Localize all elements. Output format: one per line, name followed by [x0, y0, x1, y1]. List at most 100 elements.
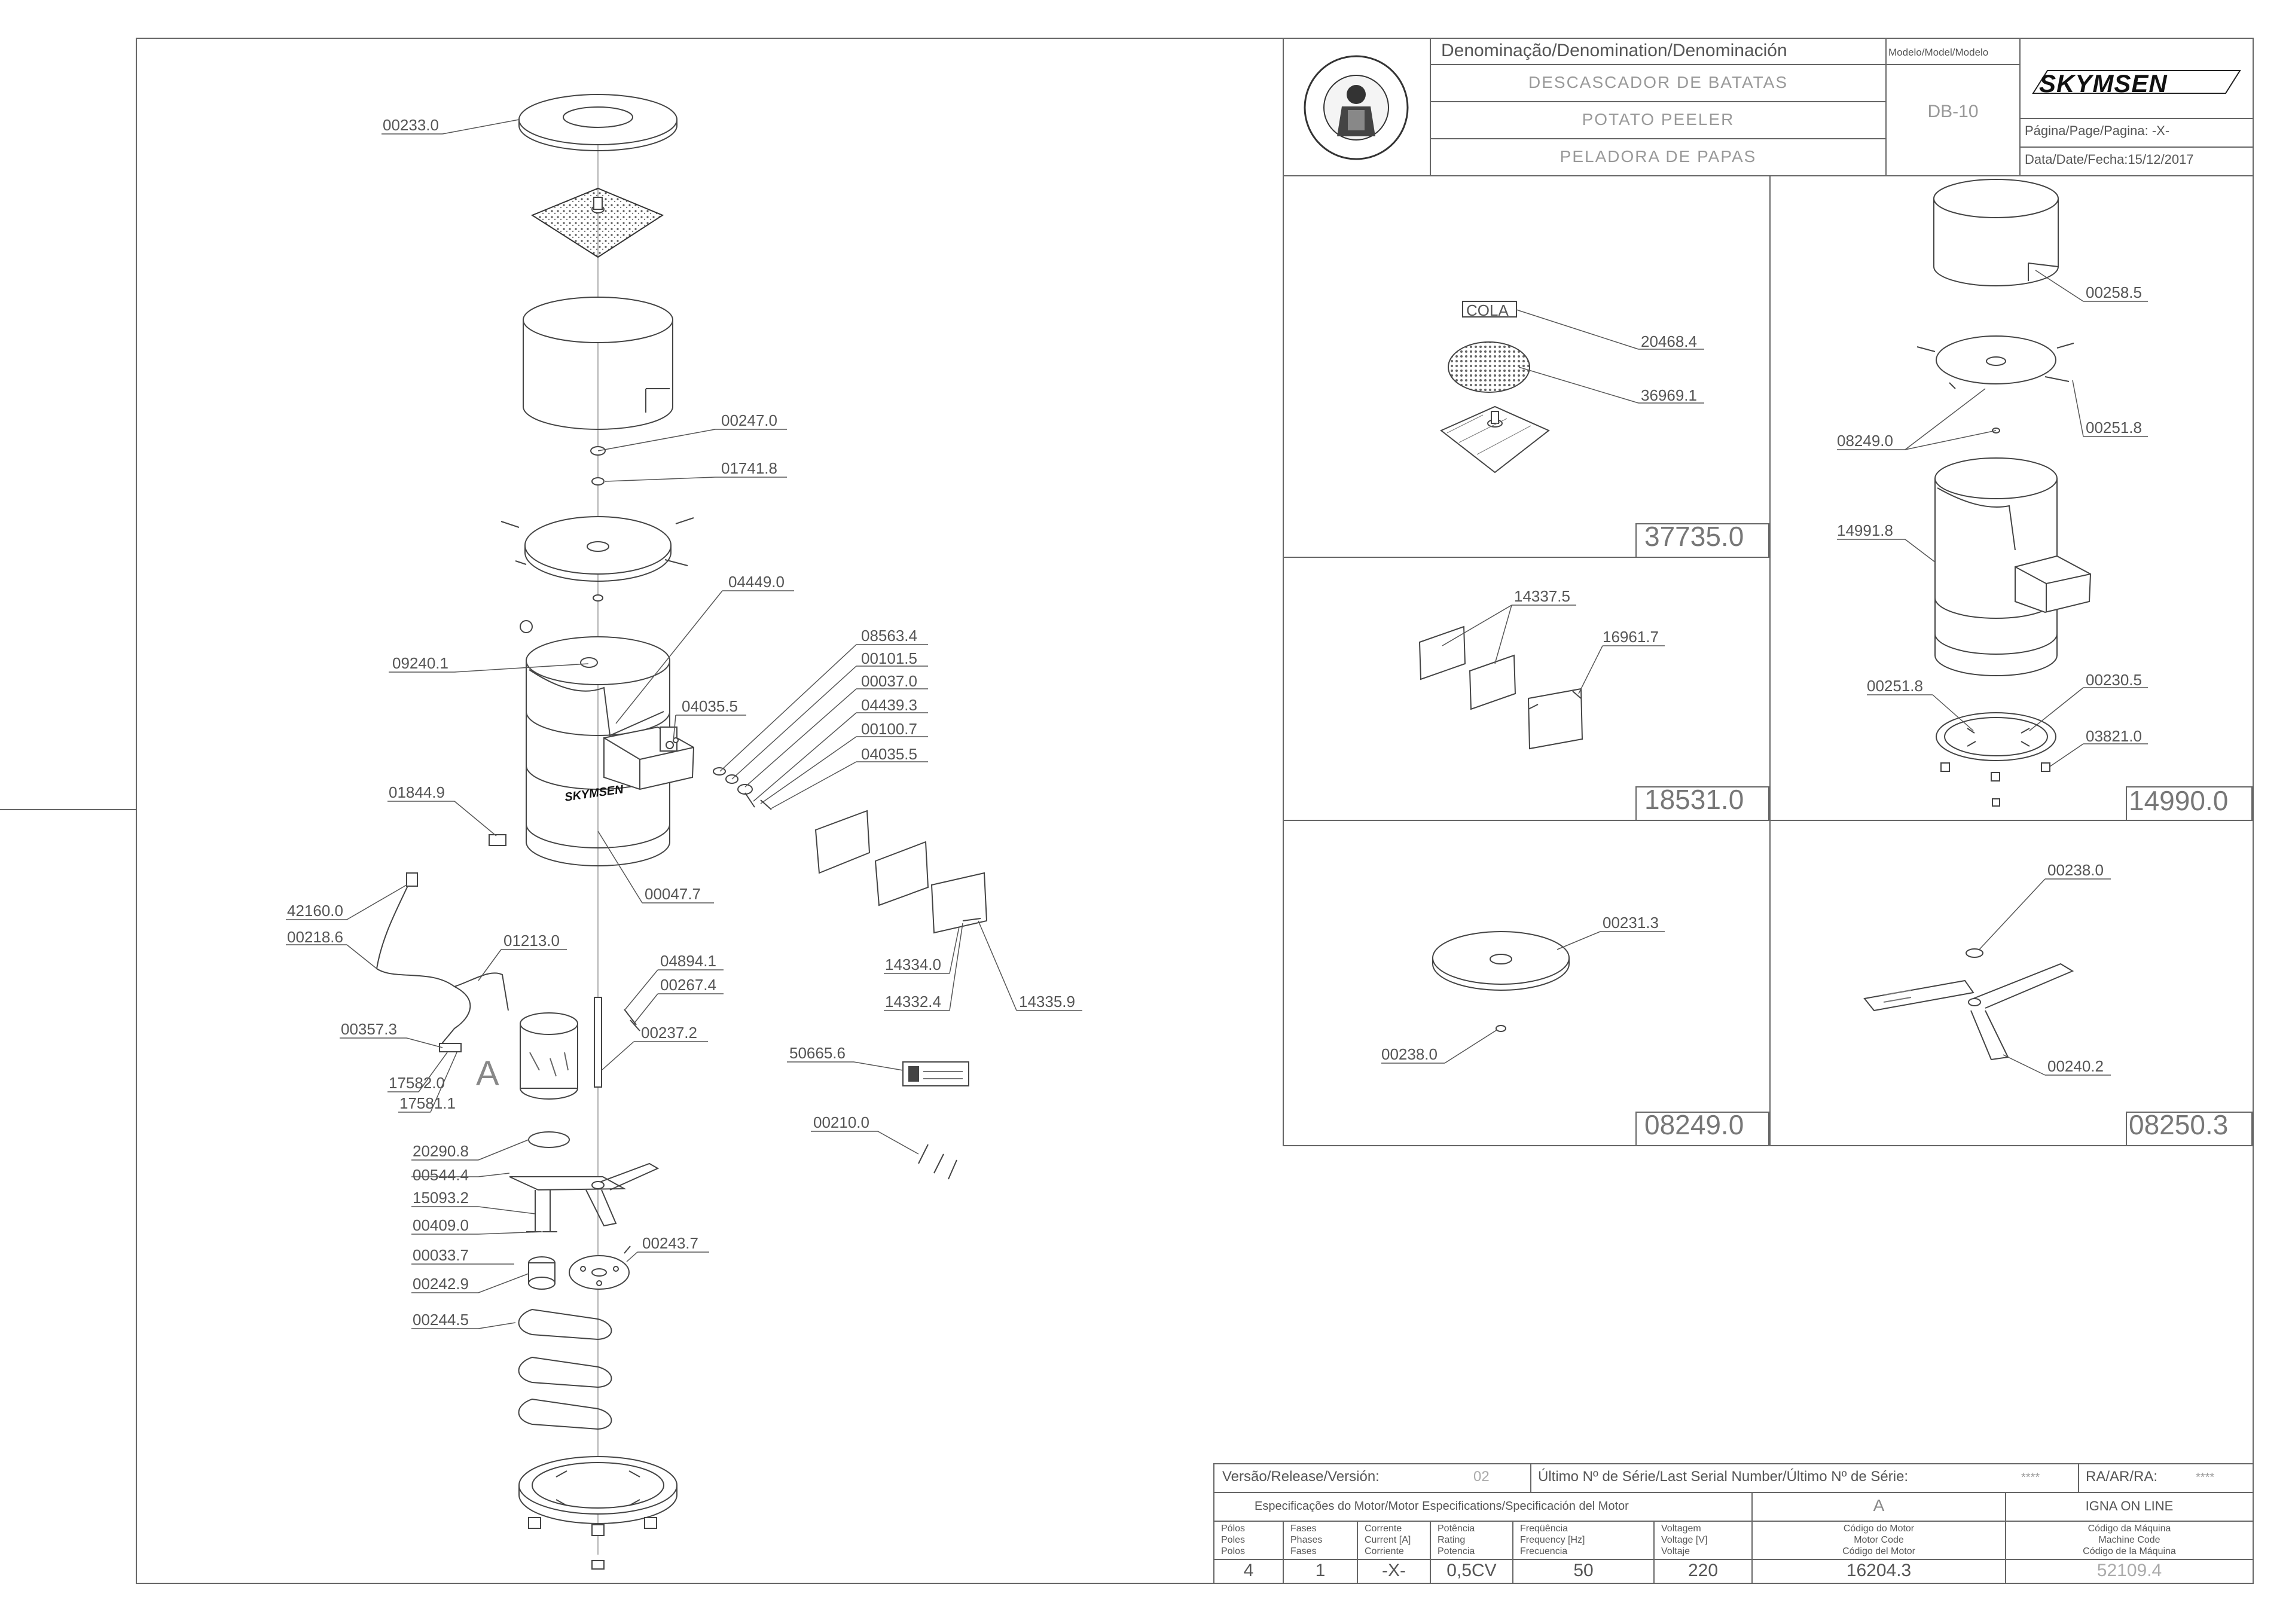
part-number-label: 00231.3 — [1603, 914, 1659, 932]
frequency-value: 50 — [1573, 1561, 1594, 1580]
part-number-label: 50665.6 — [789, 1044, 846, 1062]
part-number-label: 01741.8 — [721, 459, 777, 477]
subassembly-code: 18531.0 — [1644, 784, 1744, 815]
technical-assistance-seal — [1304, 55, 1409, 160]
subassembly-code: 37735.0 — [1644, 521, 1744, 552]
subassembly-37735-leaders — [1516, 309, 1704, 404]
chute-hardware — [666, 737, 772, 810]
spec-column-header: Pólos — [1221, 1524, 1246, 1534]
motor-spec-label: Especificações do Motor/Motor Especifica… — [1255, 1500, 1629, 1513]
part-number-label: 00243.7 — [642, 1234, 698, 1252]
part-number-label: 17581.1 — [399, 1094, 456, 1112]
denomination-header: Denominação/Denomination/Denominación — [1441, 41, 1787, 60]
top-lid-ring — [518, 94, 677, 151]
spec-column-header: Código del Motor — [1842, 1546, 1915, 1556]
machine-code-value: 52109.4 — [2096, 1561, 2162, 1580]
part-number-label: 00544.4 — [413, 1166, 469, 1184]
spec-column-header: Corrente — [1365, 1524, 1402, 1534]
version-label: Versão/Release/Versión: — [1222, 1469, 1380, 1485]
part-number-label: 00240.2 — [2047, 1057, 2104, 1075]
part-number-label: 04449.0 — [728, 573, 785, 591]
loose-screws — [918, 1144, 957, 1180]
spec-column-header: Polos — [1221, 1546, 1246, 1556]
current-value: -X- — [1382, 1561, 1406, 1580]
part-number-label: 04035.5 — [682, 697, 738, 715]
part-number-label: 16961.7 — [1603, 628, 1659, 646]
part-number-label: 00233.0 — [383, 116, 439, 134]
spec-column-header: Motor Code — [1854, 1535, 1904, 1545]
version-value: 02 — [1473, 1469, 1490, 1485]
subassembly-14990-leaders — [1837, 270, 2148, 767]
part-number-label: 00218.6 — [287, 928, 343, 946]
part-number-label: 00251.8 — [2086, 419, 2142, 436]
part-number-label: 04439.3 — [861, 696, 917, 714]
part-number-label: 00101.5 — [861, 649, 917, 667]
part-number-label: 00251.8 — [1867, 677, 1923, 695]
part-number-label: 14991.8 — [1837, 521, 1893, 539]
motor-assembly — [376, 872, 578, 1100]
part-number-label: 00267.4 — [660, 976, 716, 994]
part-number-label: COLA — [1466, 301, 1509, 319]
spec-column-header: Potência — [1438, 1524, 1475, 1534]
spec-table-grid — [1213, 1463, 2254, 1584]
motor-mount — [509, 1131, 660, 1232]
spec-column-header: Voltagem — [1661, 1524, 1701, 1534]
product-name-en: POTATO PEELER — [1582, 110, 1735, 129]
part-number-label: 00242.9 — [413, 1275, 469, 1293]
skymsen-logo — [2032, 70, 2241, 94]
rotating-plate — [500, 516, 694, 602]
warning-sticker — [902, 1061, 969, 1086]
subassembly-37735-drawing — [1440, 301, 1550, 474]
ra-label: RA/AR/RA: — [2086, 1469, 2158, 1485]
part-number-label: 03821.0 — [2086, 727, 2142, 745]
part-number-label: 36969.1 — [1641, 386, 1697, 404]
splash-guard — [523, 297, 673, 430]
serial-label: Último Nº de Série/Last Serial Number/Úl… — [1538, 1469, 1909, 1485]
part-number-label: 15093.2 — [413, 1189, 469, 1207]
date-value: 15/12/2017 — [2128, 152, 2194, 167]
spec-column-header: Corriente — [1365, 1546, 1404, 1556]
part-number-label: 14334.0 — [885, 956, 941, 973]
brand-logo-text: SKYMSEN — [2039, 69, 2168, 97]
part-number-label: 00230.5 — [2086, 671, 2142, 689]
part-number-label: 17582.0 — [389, 1074, 445, 1092]
part-number-label: 08563.4 — [861, 627, 917, 645]
part-number-label: 00258.5 — [2086, 283, 2142, 301]
motor-letter: A — [1873, 1496, 1885, 1515]
subassembly-08250-leaders — [1979, 878, 2111, 1076]
subassembly-grid — [1283, 175, 2254, 1146]
peeler-body — [520, 620, 670, 866]
page-value: -X- — [2151, 123, 2170, 138]
part-number-label: 08249.0 — [1837, 432, 1893, 450]
subassembly-18531-leaders — [1442, 605, 1665, 694]
part-number-label: 14335.9 — [1019, 993, 1075, 1011]
part-number-label: 00357.3 — [341, 1020, 397, 1038]
spec-column-header: Potencia — [1438, 1546, 1475, 1556]
spec-column-header: Rating — [1438, 1535, 1466, 1545]
spec-column-header: Fases — [1290, 1524, 1317, 1534]
spec-column-header: Phases — [1290, 1535, 1323, 1545]
main-assembly — [376, 94, 988, 1570]
subassembly-code: 14990.0 — [2129, 785, 2229, 816]
part-number-label: 00238.0 — [1381, 1045, 1438, 1063]
abrasive-disk — [530, 187, 664, 258]
part-number-label: 00409.0 — [413, 1216, 469, 1234]
model-value: DB-10 — [1927, 102, 1979, 121]
motor-code-value: 16204.3 — [1846, 1561, 1912, 1580]
voltage-value: 220 — [1687, 1561, 1719, 1580]
part-number-label: 20290.8 — [413, 1142, 469, 1160]
spec-column-header: Frecuencia — [1520, 1546, 1568, 1556]
part-number-label: 09240.1 — [392, 654, 448, 672]
ra-value: **** — [2196, 1471, 2215, 1484]
product-name-es: PELADORA DE PAPAS — [1559, 147, 1757, 166]
part-number-label: 14332.4 — [885, 993, 941, 1011]
spec-column-header: Código da Máquina — [2088, 1524, 2171, 1534]
subassembly-08249-leaders — [1381, 931, 1665, 1064]
spec-column-header: Machine Code — [2098, 1535, 2160, 1545]
part-number-label: 20468.4 — [1641, 332, 1697, 350]
base-plate — [518, 1456, 677, 1570]
machine-line: IGNA ON LINE — [2085, 1498, 2174, 1513]
date-label: Data/Date/Fecha:15/12/2017 — [2025, 152, 2194, 167]
part-number-label: 00033.7 — [413, 1246, 469, 1264]
